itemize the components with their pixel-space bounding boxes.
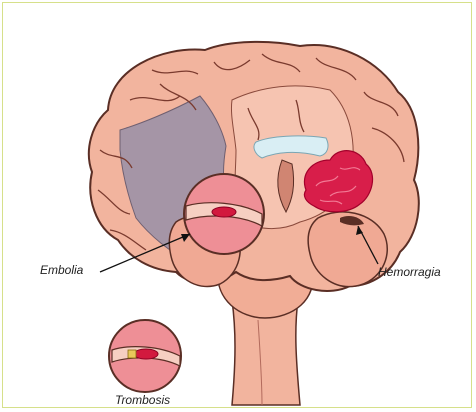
blood-clot-trombosis [134, 349, 158, 359]
blood-clot-embolia [212, 207, 236, 217]
trombosis-inset [109, 320, 181, 392]
embolia-inset [184, 174, 264, 254]
label-embolia: Embolia [40, 263, 84, 277]
label-trombosis: Trombosis [115, 393, 170, 407]
label-hemorragia: Hemorragia [378, 265, 441, 279]
